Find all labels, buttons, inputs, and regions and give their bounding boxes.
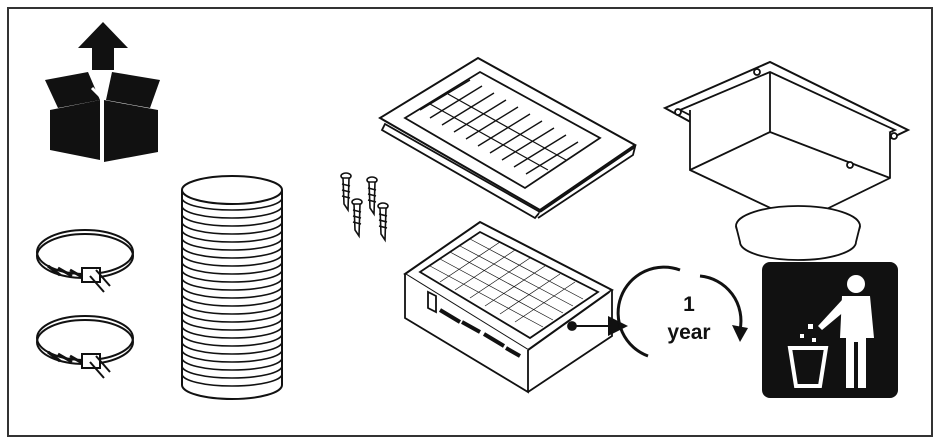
screw-4: [377, 202, 389, 243]
cycle-arc-icon: [616, 265, 743, 358]
screw-2: [366, 176, 378, 217]
interval-unit: year: [667, 321, 710, 344]
vent-grille: [378, 56, 637, 220]
interval-number: 1: [683, 293, 695, 316]
flexible-hose: [181, 175, 283, 400]
unpack-box-icon: [45, 22, 160, 162]
duct-adapter: [662, 60, 911, 261]
screw-1: [340, 172, 352, 213]
cycle-arrowhead-icon: [732, 325, 748, 342]
screws: [340, 172, 389, 243]
screw-3: [351, 198, 363, 239]
hose-clamp-bottom: [36, 315, 134, 379]
waste-bin-disposal-icon: [762, 262, 898, 398]
replacement-cycle: 1 year: [616, 265, 748, 358]
filter-cassette: [403, 220, 614, 394]
hose-clamp-top: [36, 229, 134, 293]
